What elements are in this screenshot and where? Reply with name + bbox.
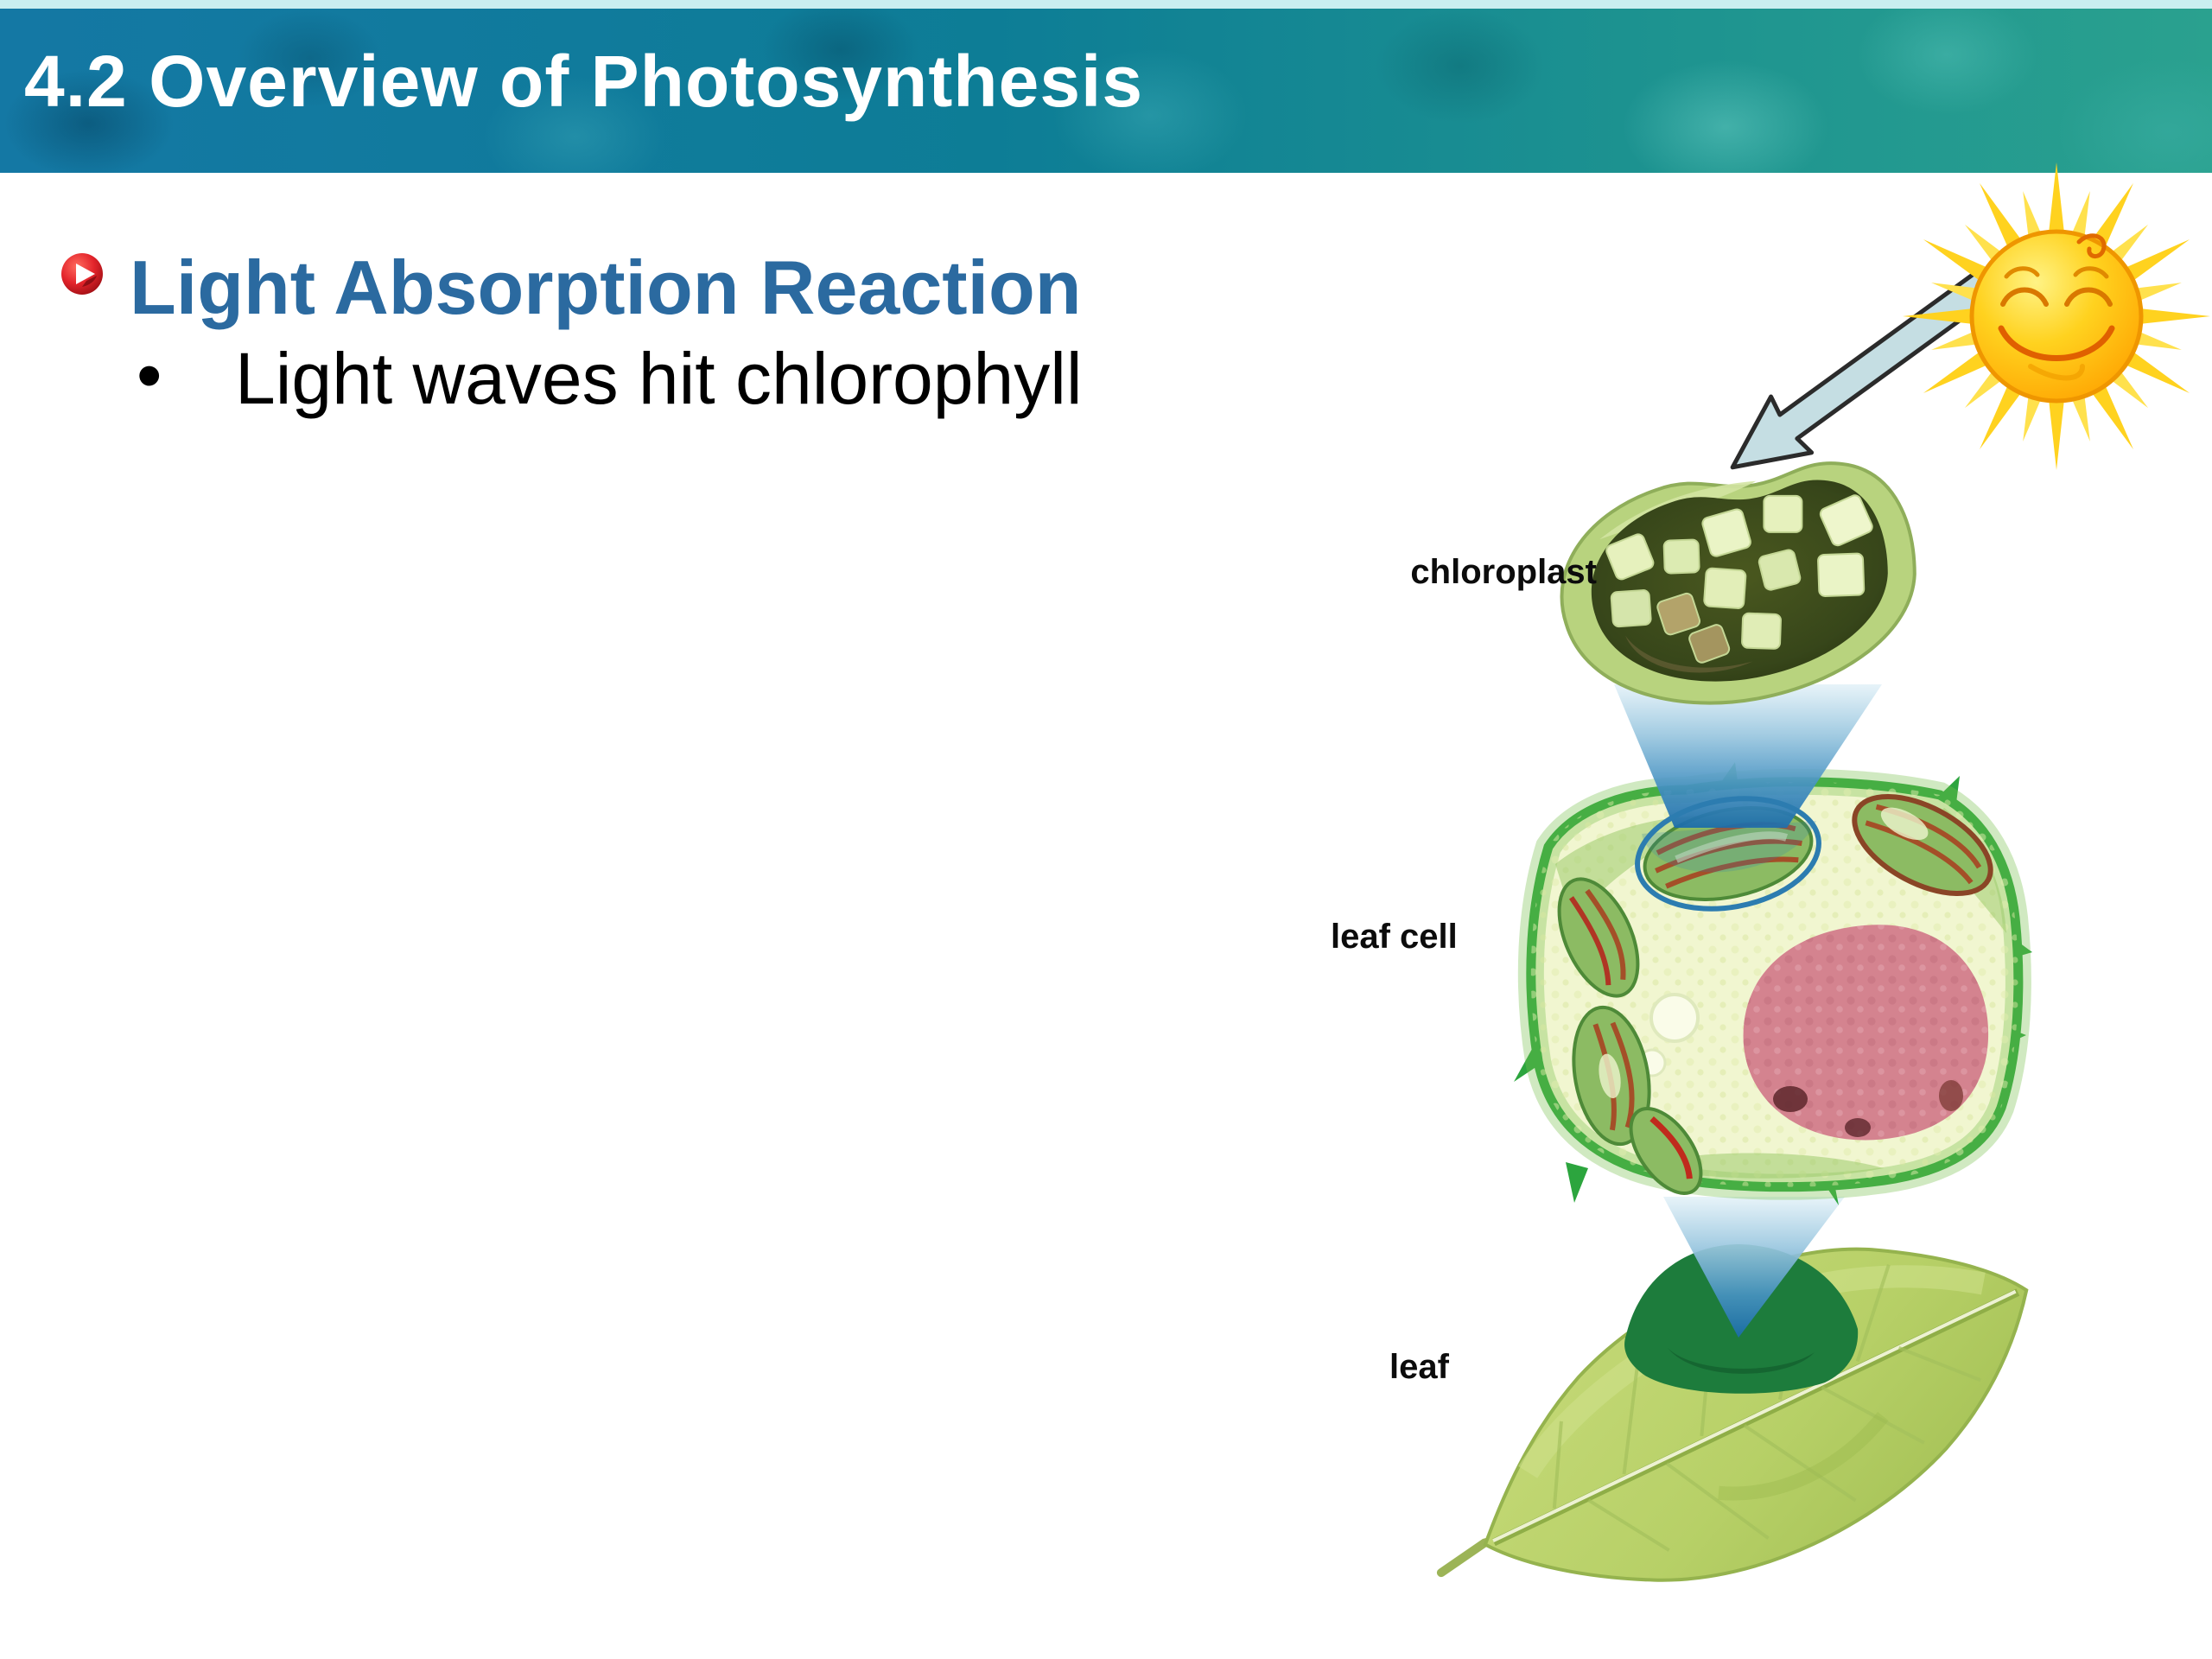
zoom-funnel-bottom [1663, 1197, 1845, 1338]
slide-title: 4.2 Overview of Photosynthesis [24, 41, 1144, 122]
slide-header-band: 4.2 Overview of Photosynthesis [0, 0, 2212, 173]
sunlight-arrow [1730, 269, 1997, 470]
zoom-funnel-top [1614, 684, 1882, 828]
section-heading: Light Absorption Reaction [130, 245, 1082, 330]
cell-chloroplasts [1557, 793, 1993, 1195]
leaf-illustration [1436, 1247, 2029, 1582]
bullet-text: Light waves hit chlorophyll [235, 338, 1083, 419]
chloroplast-illustration [1560, 461, 1916, 705]
sun-face [1998, 233, 2115, 381]
list-bullet-marker: • [137, 334, 162, 416]
leaf-cell-illustration [1514, 762, 2032, 1205]
label-chloroplast: chloroplast [1410, 553, 1597, 591]
sun-icon [1903, 162, 2210, 470]
label-leaf-cell: leaf cell [1331, 918, 1458, 956]
grana-stacks [1605, 494, 1873, 664]
play-bullet-icon [60, 252, 104, 296]
chloroplast-highlight-ellipse [1635, 796, 1821, 912]
label-leaf: leaf [1389, 1348, 1449, 1386]
